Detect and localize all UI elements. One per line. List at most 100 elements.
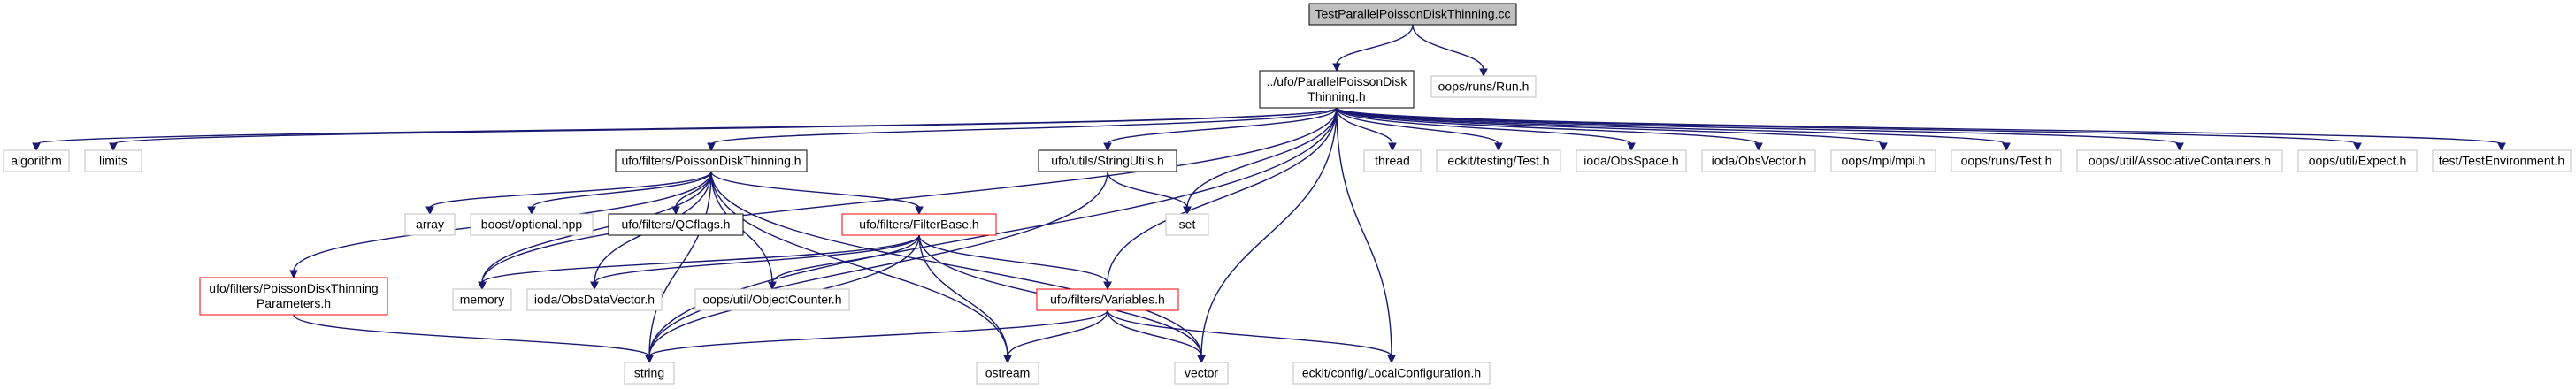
node-ostream: ostream	[976, 362, 1039, 385]
node-ecktest-box	[1436, 149, 1561, 172]
edge-filterbase-to-memory	[478, 234, 920, 291]
node-memory-label: memory	[460, 293, 505, 307]
node-set: set	[1165, 213, 1209, 236]
node-optional: boost/optional.hpp	[470, 213, 594, 236]
node-ppdt[interactable]: ../ufo/ParallelPoissonDiskThinning.h	[1259, 70, 1414, 109]
node-vector-label: vector	[1184, 366, 1218, 380]
node-pdtparams[interactable]: ufo/filters/PoissonDiskThinningParameter…	[199, 277, 388, 316]
edge-ppdt-to-oopstest	[1336, 107, 2011, 152]
node-mpi-label: oops/mpi/mpi.h	[1842, 154, 1926, 168]
edge-ppdt-to-strutils	[1103, 107, 1338, 152]
node-run-box	[1430, 75, 1537, 98]
node-oopstest-box	[1951, 149, 2062, 172]
node-set-box	[1165, 213, 1209, 236]
edge-pdtparams-to-string	[293, 314, 654, 364]
node-string-box	[624, 362, 675, 385]
edge-ppdt-to-memory	[478, 107, 1338, 291]
node-localconf-box	[1292, 362, 1491, 385]
node-obsspace-box	[1576, 149, 1687, 172]
node-array-box	[404, 213, 456, 236]
node-obsdatavector: ioda/ObsDataVector.h	[526, 288, 663, 311]
node-limits-label: limits	[99, 154, 127, 168]
node-assoc-box	[2076, 149, 2283, 172]
node-obsvector-box	[1701, 149, 1816, 172]
edge-pdt-to-filterbase	[710, 171, 924, 216]
node-strutils-box	[1038, 149, 1177, 172]
node-strutils[interactable]: ufo/utils/StringUtils.h	[1038, 149, 1177, 172]
edge-ppdt-to-localconf	[1336, 107, 1396, 364]
node-ostream-label: ostream	[985, 366, 1031, 380]
edge-ppdt-to-assoc	[1336, 107, 2184, 152]
node-testenv-label: test/TestEnvironment.h	[2439, 154, 2564, 168]
node-thread-label: thread	[1375, 154, 1410, 168]
node-expect: oops/util/Expect.h	[2297, 149, 2418, 172]
node-array-label: array	[416, 217, 444, 232]
node-mpi: oops/mpi/mpi.h	[1830, 149, 1936, 172]
node-ecktest: eckit/testing/Test.h	[1436, 149, 1561, 172]
node-optional-label: boost/optional.hpp	[481, 217, 583, 232]
node-assoc: oops/util/AssociativeContainers.h	[2076, 149, 2283, 172]
node-ppdt-box	[1259, 70, 1414, 109]
node-optional-box	[470, 213, 594, 236]
node-algorithm-label: algorithm	[11, 154, 62, 168]
edge-ppdt-to-testenv	[1336, 107, 2506, 152]
edge-variables-to-localconf	[1107, 309, 1396, 364]
node-objcounter-label: oops/util/ObjectCounter.h	[702, 293, 841, 307]
node-localconf: eckit/config/LocalConfiguration.h	[1292, 362, 1491, 385]
node-variables-label: ufo/filters/Variables.h	[1050, 293, 1165, 307]
edge-ppdt-to-vector	[1197, 107, 1338, 364]
edge-strutils-to-string	[645, 171, 1108, 364]
edge-ppdt-to-thread	[1336, 107, 1397, 152]
edge-ppdt-to-ecktest	[1336, 107, 1503, 152]
node-qcflags[interactable]: ufo/filters/QCflags.h	[608, 213, 744, 236]
node-obsdatavector-label: ioda/ObsDataVector.h	[534, 293, 655, 307]
node-thread: thread	[1363, 149, 1422, 172]
edge-root-to-run	[1412, 24, 1488, 78]
edge-strutils-to-set	[1107, 171, 1192, 216]
node-expect-label: oops/util/Expect.h	[2309, 154, 2407, 168]
node-ostream-box	[976, 362, 1039, 385]
node-obsvector-label: ioda/ObsVector.h	[1712, 154, 1806, 168]
node-qcflags-box	[608, 213, 744, 236]
edge-filterbase-to-variables	[918, 234, 1112, 291]
node-run: oops/runs/Run.h	[1430, 75, 1537, 98]
node-variables[interactable]: ufo/filters/Variables.h	[1036, 288, 1179, 311]
node-thread-box	[1363, 149, 1422, 172]
edge-variables-to-string	[645, 309, 1108, 364]
node-memory-box	[452, 288, 512, 311]
node-oopstest-label: oops/runs/Test.h	[1961, 154, 2052, 168]
node-assoc-label: oops/util/AssociativeContainers.h	[2089, 154, 2271, 168]
node-string: string	[624, 362, 675, 385]
edge-variables-to-ostream	[1003, 309, 1108, 364]
node-run-label: oops/runs/Run.h	[1438, 80, 1530, 94]
node-layer: TestParallelPoissonDiskThinning.cc ../ufo…	[3, 3, 2572, 385]
edge-layer	[32, 24, 2506, 364]
node-testenv-box	[2432, 149, 2572, 172]
node-obsvector: ioda/ObsVector.h	[1701, 149, 1816, 172]
node-strutils-label: ufo/utils/StringUtils.h	[1051, 154, 1164, 168]
node-pdt[interactable]: ufo/filters/PoissonDiskThinning.h	[615, 149, 808, 172]
node-pdtparams-box	[199, 277, 388, 316]
node-limits: limits	[84, 149, 142, 172]
edge-ppdt-to-pdt	[707, 107, 1338, 152]
node-localconf-label: eckit/config/LocalConfiguration.h	[1302, 366, 1481, 380]
node-limits-box	[84, 149, 142, 172]
edge-root-to-ppdt	[1332, 24, 1414, 72]
node-pdt-box	[615, 149, 808, 172]
node-filterbase-box	[841, 213, 997, 236]
node-pdtparams-label: ufo/filters/PoissonDiskThinning	[209, 281, 378, 295]
node-array: array	[404, 213, 456, 236]
node-vector-box	[1174, 362, 1229, 385]
node-variables-box	[1036, 288, 1179, 311]
node-algorithm-box	[3, 149, 70, 172]
edge-ppdt-to-limits	[109, 107, 1338, 152]
node-filterbase[interactable]: ufo/filters/FilterBase.h	[841, 213, 997, 236]
node-set-label: set	[1179, 217, 1196, 232]
edge-ppdt-to-mpi	[1336, 107, 1888, 152]
edge-filterbase-to-objcounter	[768, 234, 920, 291]
edge-ppdt-to-obsvector	[1336, 107, 1763, 152]
node-pdt-label: ufo/filters/PoissonDiskThinning.h	[621, 154, 801, 168]
node-root-label: TestParallelPoissonDiskThinning.cc	[1315, 7, 1511, 21]
node-root[interactable]: TestParallelPoissonDiskThinning.cc	[1308, 3, 1517, 26]
edge-pdt-to-optional	[527, 171, 712, 216]
